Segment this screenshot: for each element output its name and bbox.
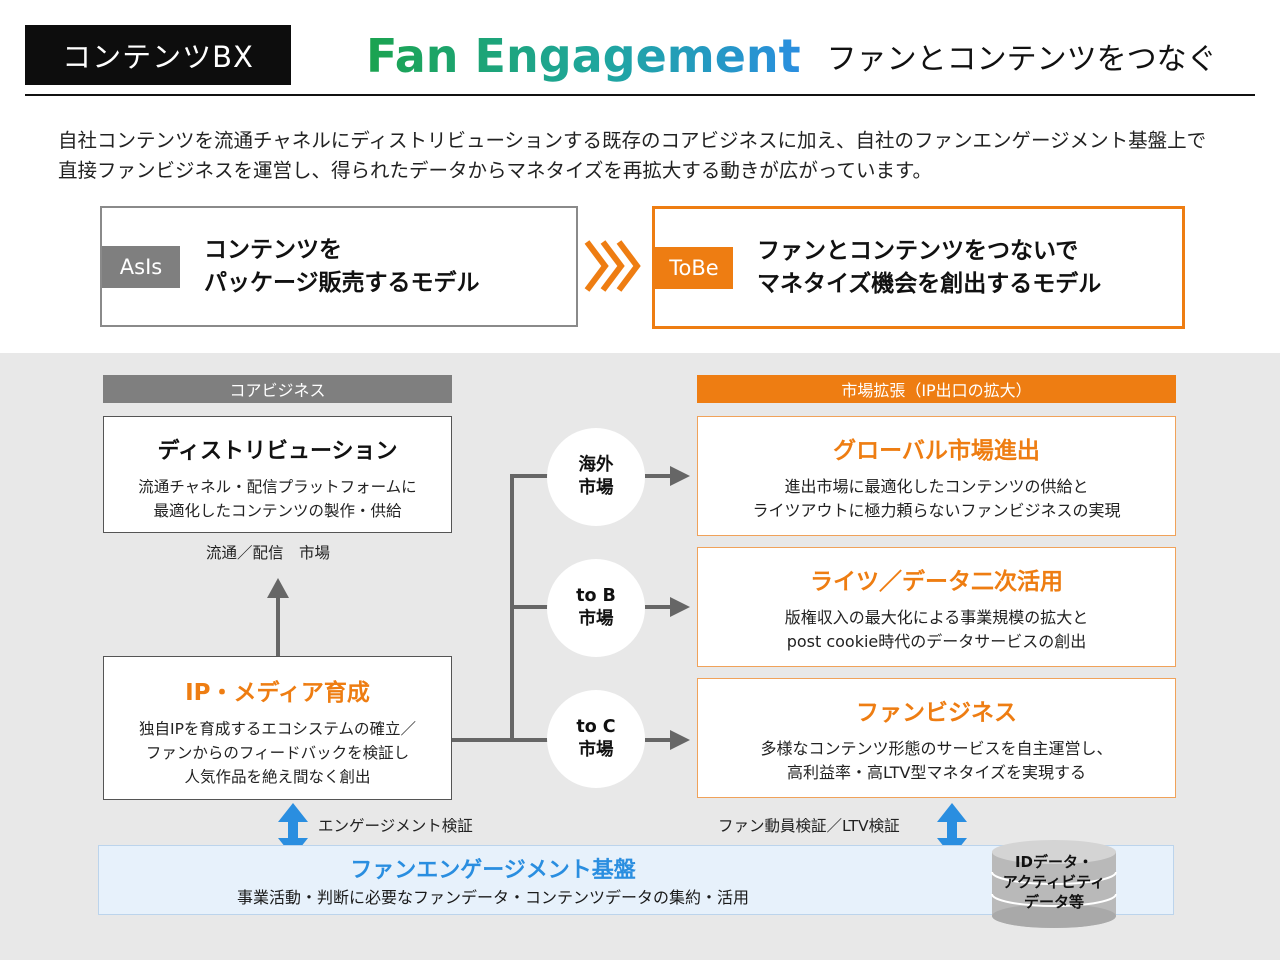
asis-line: コンテンツを xyxy=(204,236,342,263)
node-line: 市場 xyxy=(578,740,614,760)
distribution-card: ディストリビューション 流通チャネル・配信プラットフォームに 最適化したコンテン… xyxy=(103,416,452,533)
db-line: アクティビティ xyxy=(1002,873,1106,891)
page-subtitle: ファンとコンテンツをつなぐ xyxy=(826,42,1217,77)
card-desc: 多様なコンテンツ形態のサービスを自主運営し、 高利益率・高LTV型マネタイズを実… xyxy=(760,737,1112,785)
tobe-line: ファンとコンテンツをつないで xyxy=(757,237,1079,264)
arrow-right-icon xyxy=(670,466,690,486)
desc-line: 独自IPを育成するエコシステムの確立／ xyxy=(139,720,416,738)
database-label: IDデータ・ アクティビティ データ等 xyxy=(990,852,1118,912)
node-line: 市場 xyxy=(578,609,614,629)
database-icon xyxy=(991,840,1117,928)
node-line: 市場 xyxy=(578,478,614,498)
intro-line: 自社コンテンツを流通チャネルにディストリビューションする既存のコアビジネスに加え… xyxy=(58,129,1207,152)
desc-line: ファンからのフィードバックを検証し xyxy=(145,744,410,762)
rights-data-card: ライツ／データ二次活用 版権収入の最大化による事業規模の拡大と post coo… xyxy=(697,547,1176,667)
asis-description: コンテンツを パッケージ販売するモデル xyxy=(204,234,480,300)
global-market-card: グローバル市場進出 進出市場に最適化したコンテンツの供給と ライツアウトに極力頼… xyxy=(697,416,1176,536)
tobe-line: マネタイズ機会を創出するモデル xyxy=(757,270,1102,297)
arrow-up-icon xyxy=(267,578,289,598)
distribution-market-label: 流通／配信 市場 xyxy=(206,544,331,562)
desc-line: 高利益率・高LTV型マネタイズを実現する xyxy=(787,763,1086,782)
node-line: to C xyxy=(576,717,616,737)
ltv-verification-label: ファン動員検証／LTV検証 xyxy=(718,817,900,835)
arrow-right-icon xyxy=(670,730,690,750)
desc-line: 最適化したコンテンツの製作・供給 xyxy=(153,502,402,520)
node-line: 海外 xyxy=(578,455,614,475)
desc-line: 版権収入の最大化による事業規模の拡大と xyxy=(784,608,1089,627)
db-line: データ等 xyxy=(1023,893,1084,911)
card-desc: 版権収入の最大化による事業規模の拡大と post cookie時代のデータサービ… xyxy=(785,606,1089,654)
tobe-box: ToBe ファンとコンテンツをつないで マネタイズ機会を創出するモデル xyxy=(652,206,1185,329)
core-business-header: コアビジネス xyxy=(103,375,452,403)
desc-line: post cookie時代のデータサービスの創出 xyxy=(786,632,1087,651)
distribution-desc: 流通チャネル・配信プラットフォームに 最適化したコンテンツの製作・供給 xyxy=(138,475,416,523)
asis-line: パッケージ販売するモデル xyxy=(204,269,480,296)
asis-box: AsIs コンテンツを パッケージ販売するモデル xyxy=(100,206,578,327)
market-node-tob: to B 市場 xyxy=(547,559,645,657)
market-node-overseas: 海外 市場 xyxy=(547,428,645,526)
db-line: IDデータ・ xyxy=(1014,853,1094,871)
section-badge: コンテンツBX xyxy=(25,25,291,85)
ip-media-card: IP・メディア育成 独自IPを育成するエコシステムの確立／ ファンからのフィード… xyxy=(103,656,452,800)
desc-line: 多様なコンテンツ形態のサービスを自主運営し、 xyxy=(760,739,1113,758)
page-title: Fan Engagement ファンとコンテンツをつなぐ xyxy=(366,24,1217,88)
card-title: ライツ／データ二次活用 xyxy=(810,569,1063,595)
ip-media-title: IP・メディア育成 xyxy=(185,680,370,706)
ip-media-desc: 独自IPを育成するエコシステムの確立／ ファンからのフィードバックを検証し 人気… xyxy=(139,717,416,789)
foundation-desc: 事業活動・判断に必要なファンデータ・コンテンツデータの集約・活用 xyxy=(236,888,749,907)
chevron-right-icon xyxy=(584,240,641,292)
card-title: グローバル市場進出 xyxy=(833,438,1040,464)
desc-line: ライツアウトに極力頼らないファンビジネスの実現 xyxy=(752,501,1121,520)
intro-text: 自社コンテンツを流通チャネルにディストリビューションする既存のコアビジネスに加え… xyxy=(58,126,1248,186)
asis-tag: AsIs xyxy=(102,245,180,288)
market-expansion-header: 市場拡張（IP出口の拡大） xyxy=(697,375,1176,403)
intro-line: 直接ファンビジネスを運営し、得られたデータからマネタイズを再拡大する動きが広がっ… xyxy=(58,159,932,182)
foundation-title: ファンエンゲージメント基盤 xyxy=(350,858,636,883)
page-title-main: Fan Engagement xyxy=(366,29,801,83)
market-node-toc: to C 市場 xyxy=(547,690,645,788)
card-desc: 進出市場に最適化したコンテンツの供給と ライツアウトに極力頼らないファンビジネス… xyxy=(752,475,1120,523)
fan-business-card: ファンビジネス 多様なコンテンツ形態のサービスを自主運営し、 高利益率・高LTV… xyxy=(697,678,1176,798)
node-line: to B xyxy=(576,586,616,606)
desc-line: 流通チャネル・配信プラットフォームに xyxy=(138,478,417,496)
tobe-tag: ToBe xyxy=(655,246,733,289)
engagement-verification-label: エンゲージメント検証 xyxy=(318,817,473,835)
header-rule xyxy=(25,94,1255,96)
card-title: ファンビジネス xyxy=(856,700,1017,726)
tobe-description: ファンとコンテンツをつないで マネタイズ機会を創出するモデル xyxy=(757,235,1101,301)
desc-line: 進出市場に最適化したコンテンツの供給と xyxy=(784,477,1089,496)
arrow-right-icon xyxy=(670,597,690,617)
distribution-title: ディストリビューション xyxy=(157,439,398,464)
desc-line: 人気作品を絶え間なく創出 xyxy=(184,768,371,786)
